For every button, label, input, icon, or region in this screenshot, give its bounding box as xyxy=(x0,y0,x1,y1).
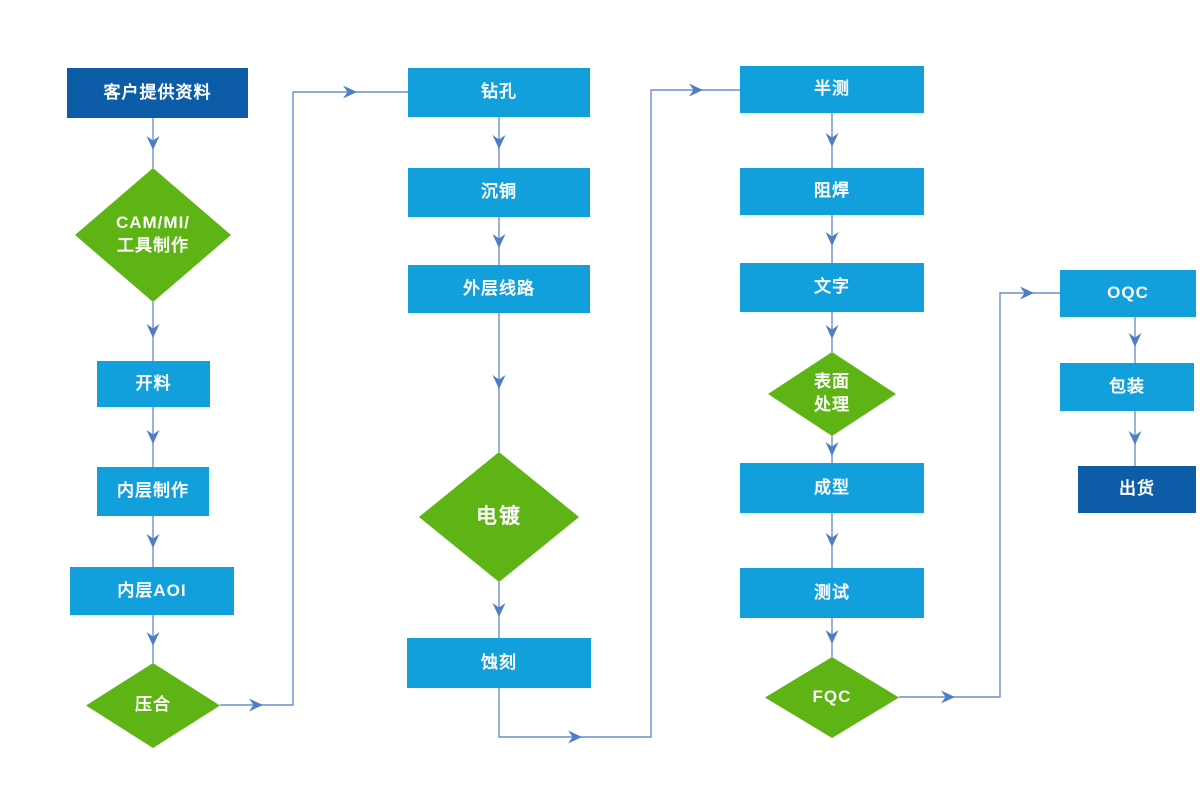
edge-oqc-to-packaging xyxy=(1128,317,1142,363)
edge-innerlayer-to-inneraoi xyxy=(146,516,160,567)
edge-packaging-to-shipment xyxy=(1128,411,1142,466)
node-fqc: FQC xyxy=(765,657,899,738)
edge-surface-to-forming xyxy=(825,436,839,463)
edge-silkscreen-to-surface xyxy=(825,312,839,352)
node-half-test: 半测 xyxy=(740,66,924,113)
node-solder-mask: 阻焊 xyxy=(740,168,924,215)
node-copper-deposition: 沉铜 xyxy=(408,168,590,217)
node-lamination: 压合 xyxy=(86,663,220,748)
edge-customer-to-cam xyxy=(146,118,160,168)
node-testing: 测试 xyxy=(740,568,924,618)
node-cam-mi-tooling: CAM/MI/ 工具制作 xyxy=(75,168,231,302)
edge-testing-to-fqc xyxy=(825,618,839,657)
node-oqc: OQC xyxy=(1060,270,1196,317)
edge-cutting-to-innerlayer xyxy=(146,407,160,467)
edge-cam-to-cutting xyxy=(146,302,160,361)
node-inner-aoi: 内层AOI xyxy=(70,567,234,615)
node-outer-layer-circuit: 外层线路 xyxy=(408,265,590,313)
node-drilling: 钻孔 xyxy=(408,68,590,117)
node-forming: 成型 xyxy=(740,463,924,513)
edge-lamination-to-drilling xyxy=(220,85,408,712)
node-plating: 电镀 xyxy=(419,452,579,582)
edge-forming-to-testing xyxy=(825,513,839,568)
node-packaging: 包装 xyxy=(1060,363,1194,411)
node-shipment: 出货 xyxy=(1078,466,1196,513)
edge-inneraoi-to-lamination xyxy=(146,615,160,663)
edge-copper-to-outerlayer xyxy=(492,217,506,265)
edge-soldermask-to-silkscreen xyxy=(825,215,839,263)
edge-halftest-to-soldermask xyxy=(825,113,839,168)
node-inner-layer: 内层制作 xyxy=(97,467,209,516)
node-customer-data: 客户提供资料 xyxy=(67,68,248,118)
node-surface-treatment: 表面 处理 xyxy=(768,352,896,436)
node-etching: 蚀刻 xyxy=(407,638,591,688)
edge-outerlayer-to-plating xyxy=(492,313,506,452)
node-silkscreen: 文字 xyxy=(740,263,924,312)
node-cutting: 开料 xyxy=(97,361,210,407)
edge-drilling-to-copper xyxy=(492,117,506,168)
edge-plating-to-etching xyxy=(492,582,506,638)
